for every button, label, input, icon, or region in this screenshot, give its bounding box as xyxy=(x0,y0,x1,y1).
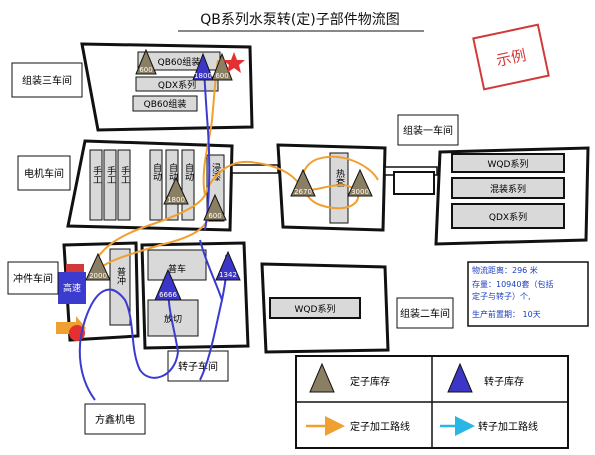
station-auto-3-label: 自动 xyxy=(183,162,194,182)
legend-stator-stock: 定子库存 xyxy=(350,375,390,388)
station-punching-label: 普冲 xyxy=(115,266,126,286)
station-wqd-b xyxy=(269,297,361,319)
diagram-title: QB系列水泵转(定)子部件物流图 xyxy=(200,12,400,28)
stator-stock-markers: 600 600 1800 600 2000 2670 3000 xyxy=(85,48,373,281)
label-box-assembly3 xyxy=(11,62,83,98)
station-punching xyxy=(109,248,131,326)
workshop-supplier-label: 方鑫机电 xyxy=(95,413,135,426)
rotor-stock-3: 1342 xyxy=(215,250,241,281)
stator-stock-3: 1800 xyxy=(163,176,189,205)
station-wqd-a-label: WQD系列 xyxy=(488,158,529,170)
star-icon xyxy=(223,52,245,73)
station-hipot-label: 高速 xyxy=(63,282,81,294)
station-manual-3 xyxy=(117,149,131,221)
legend-rotor-icon xyxy=(447,362,473,393)
stat-inventory-line1: 存量：10940套（包括 xyxy=(472,279,553,289)
stat-leadtime: 生产前置期： 10天 xyxy=(472,309,541,319)
station-wqd-a xyxy=(451,153,565,173)
stator-stock-7: 3000 xyxy=(347,168,373,197)
workshop-assembly2-label: 组装二车间 xyxy=(400,307,450,320)
workshop-rotor-label: 转子车间 xyxy=(178,360,218,373)
station-wqd-b-label: WQD系列 xyxy=(295,303,336,315)
workshop-stamping-label: 冲件车间 xyxy=(13,272,53,285)
station-qdx-right-label: QDX系列 xyxy=(489,211,527,223)
stator-stock-6-value: 2670 xyxy=(294,188,312,196)
stator-stock-2: 600 xyxy=(211,52,233,81)
station-auto-2-label: 自动 xyxy=(167,162,178,182)
label-box-assembly2 xyxy=(396,297,454,329)
label-box-supplier xyxy=(84,403,146,435)
legend: 定子库存 转子库存 定子加工路线 转子加工路线 xyxy=(295,355,569,449)
station-qb60-top-label: QB60组装 xyxy=(158,56,201,68)
station-manual-1 xyxy=(89,149,103,221)
stator-stock-2-value: 600 xyxy=(215,72,228,80)
station-manual-3-label: 手工 xyxy=(119,165,130,184)
workshop-assembly2: WQD系列 xyxy=(260,262,390,354)
station-auto-1 xyxy=(149,149,163,221)
workshop-assembly3: QB60组装 QDX系列 QB60组装 xyxy=(80,42,254,132)
station-manual-2 xyxy=(103,149,117,221)
station-cutting-label: 放切 xyxy=(164,313,182,325)
stat-distance: 物流距离：296 米 xyxy=(472,265,538,275)
legend-rotor-stock: 转子库存 xyxy=(484,375,524,388)
stator-stock-6: 2670 xyxy=(290,168,316,197)
stator-stock-1-value: 600 xyxy=(139,66,152,74)
workshop-assembly1: WQD系列 混装系列 QDX系列 xyxy=(434,146,590,246)
workshop-heat-sleeve: 热套 xyxy=(276,143,387,232)
station-hipot xyxy=(58,272,86,304)
station-auto-1-label: 自动 xyxy=(151,162,162,182)
label-box-assembly1 xyxy=(397,114,459,146)
rotor-stock-2: 6666 xyxy=(154,268,182,301)
station-qb60-bottom xyxy=(132,95,198,112)
rotor-stock-markers: 1800 6666 1342 xyxy=(154,52,241,301)
legend-stator-icon xyxy=(309,362,335,393)
legend-rotor-route: 转子加工路线 xyxy=(478,420,538,433)
sample-stamp: 示例 xyxy=(472,23,550,91)
station-lathe xyxy=(147,249,207,281)
rotor-stock-1-value: 1800 xyxy=(194,72,212,80)
stator-stock-5: 2000 xyxy=(85,252,111,281)
workshop-motor-label: 电机车间 xyxy=(24,167,64,180)
stat-inventory-line2: 定子与转子）个, xyxy=(472,291,531,301)
station-qdx-top-label: QDX系列 xyxy=(158,79,196,91)
station-mixed-label: 混装系列 xyxy=(490,183,526,195)
stats-panel: 物流距离：296 米 存量：10940套（包括 定子与转子）个, 生产前置期： … xyxy=(467,261,589,327)
stator-stock-1: 600 xyxy=(135,48,157,75)
workshop-assembly3-label: 组装三车间 xyxy=(22,74,72,87)
station-manual-2-label: 手工 xyxy=(105,165,116,184)
station-heat-sleeve xyxy=(329,152,349,224)
rotor-stock-1: 1800 xyxy=(192,52,214,81)
station-qdx-right xyxy=(451,203,565,229)
label-box-motor xyxy=(17,155,71,191)
stator-stock-4: 600 xyxy=(203,193,227,221)
station-lathe-label: 普车 xyxy=(168,263,186,275)
label-box-stamping xyxy=(7,261,59,295)
station-manual-1-label: 手工 xyxy=(91,165,102,184)
station-heat-sleeve-label: 热套 xyxy=(334,168,345,188)
connector-box xyxy=(393,171,435,195)
station-mixed xyxy=(451,177,565,199)
workshop-assembly1-label: 组装一车间 xyxy=(403,124,453,137)
stator-stock-3-value: 1800 xyxy=(167,196,185,204)
legend-stator-route: 定子加工路线 xyxy=(350,420,410,433)
stator-stock-4-value: 600 xyxy=(208,212,221,220)
stator-stock-7-value: 3000 xyxy=(351,188,369,196)
stamp-text: 示例 xyxy=(495,46,528,70)
rotor-stock-2-value: 6666 xyxy=(159,291,177,299)
rotor-stock-3-value: 1342 xyxy=(219,271,237,279)
station-qb60-bottom-label: QB60组装 xyxy=(144,98,187,110)
station-dipping-label: 浸漆 xyxy=(210,163,221,181)
stator-stock-5-value: 2000 xyxy=(89,272,107,280)
